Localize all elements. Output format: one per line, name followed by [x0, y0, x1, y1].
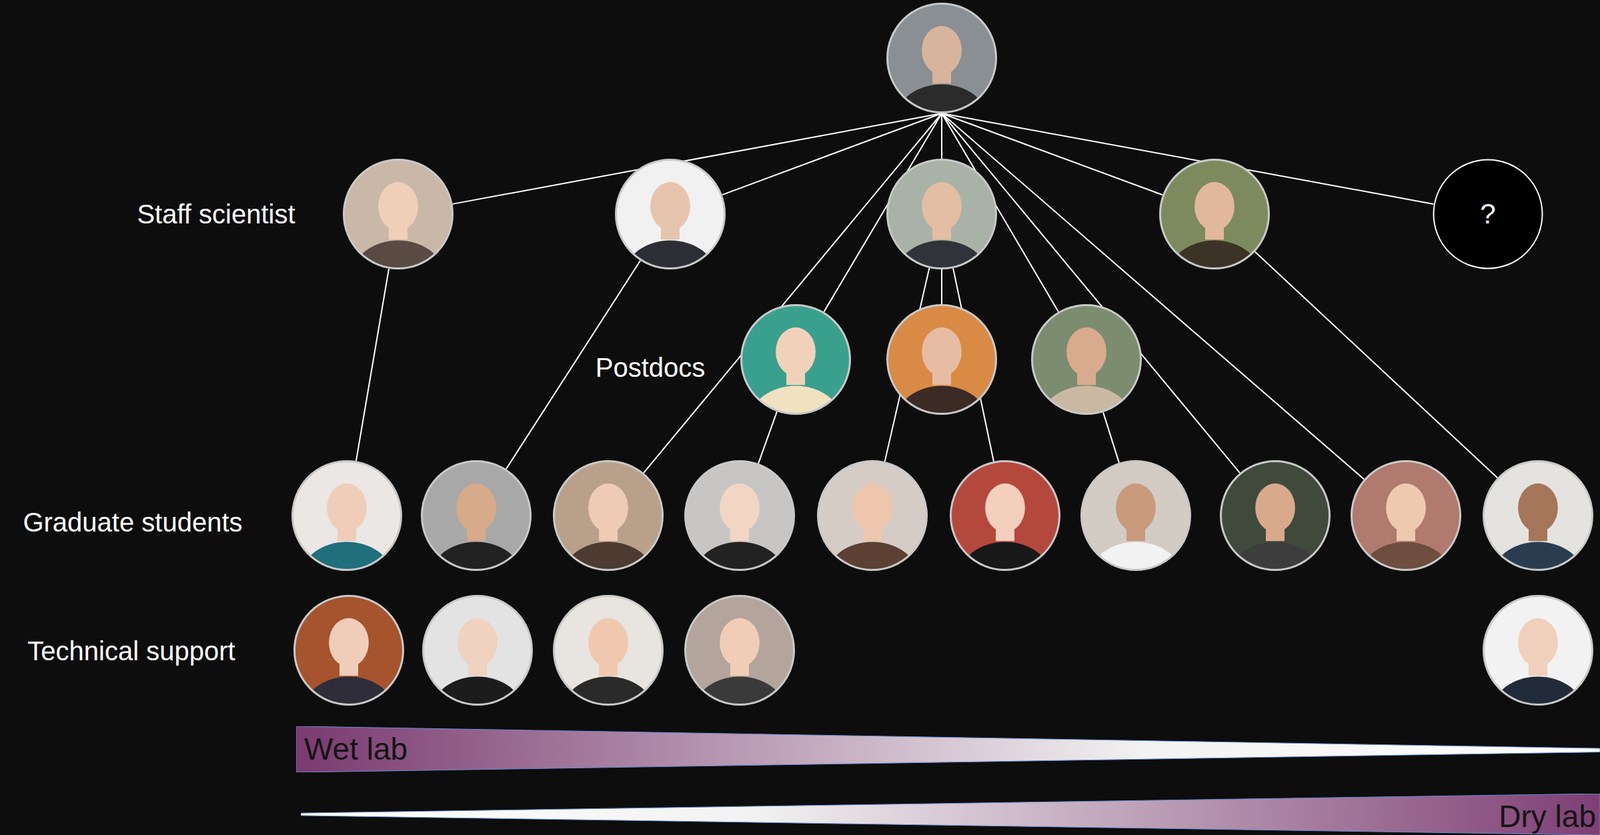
person-photo — [1031, 304, 1142, 415]
person-photo — [1219, 460, 1331, 571]
photo-placeholder — [552, 594, 664, 706]
photo-placeholder — [1482, 460, 1594, 571]
row-label: Technical support — [24, 635, 238, 667]
photo-placeholder — [342, 158, 454, 270]
band-label: Wet lab — [304, 732, 408, 765]
vacancy-circle: ? — [1432, 158, 1544, 270]
lab-band: Dry lab — [300, 793, 1600, 835]
reporting-line — [758, 411, 777, 464]
reporting-line — [941, 269, 943, 305]
person-photo — [293, 594, 405, 706]
photo-placeholder — [1080, 460, 1192, 571]
person-photo — [949, 460, 1061, 571]
row-label: Staff scientist — [134, 198, 298, 230]
person-photo — [1159, 158, 1270, 270]
reporting-line — [1103, 412, 1120, 463]
photo-placeholder — [886, 2, 998, 114]
person-photo — [291, 460, 403, 571]
photo-placeholder — [740, 304, 852, 415]
reporting-line — [356, 268, 389, 461]
person-photo — [740, 304, 852, 415]
photo-placeholder — [886, 158, 998, 270]
band-label: Dry lab — [1498, 800, 1596, 833]
person-photo — [1482, 594, 1594, 706]
person-photo — [342, 158, 454, 270]
photo-placeholder — [817, 460, 928, 571]
photo-placeholder — [1350, 460, 1462, 571]
photo-placeholder — [1482, 594, 1594, 706]
person-photo — [817, 460, 928, 571]
lab-band: Wet lab — [296, 726, 1600, 773]
reporting-line — [1255, 252, 1498, 479]
vacancy-mark: ? — [1479, 200, 1496, 229]
photo-placeholder — [684, 594, 795, 706]
photo-placeholder — [1219, 460, 1331, 571]
gradient-wedge — [300, 793, 1600, 835]
row-label: Postdocs — [592, 352, 709, 383]
photo-placeholder — [949, 460, 1061, 571]
photo-placeholder — [293, 594, 405, 706]
person-photo — [684, 594, 795, 706]
person-photo — [886, 304, 998, 415]
person-photo — [422, 594, 533, 706]
photo-placeholder — [1159, 158, 1270, 270]
photo-placeholder — [1031, 304, 1142, 415]
photo-placeholder — [614, 158, 726, 270]
person-photo — [1080, 460, 1192, 571]
photo-placeholder — [291, 460, 403, 571]
photo-placeholder — [552, 460, 664, 571]
photo-placeholder — [420, 460, 532, 571]
person-photo — [552, 460, 664, 571]
person-photo — [420, 460, 532, 571]
person-photo — [614, 158, 726, 270]
person-photo — [552, 594, 664, 706]
person-photo — [1482, 460, 1594, 571]
photo-placeholder — [886, 304, 998, 415]
photo-placeholder — [422, 594, 533, 706]
reporting-line — [941, 113, 943, 159]
row-label: Graduate students — [20, 506, 245, 538]
person-photo — [684, 460, 795, 571]
gradient-wedge — [296, 726, 1600, 773]
person-photo — [886, 158, 998, 270]
photo-placeholder — [684, 460, 795, 571]
person-photo — [1350, 460, 1462, 571]
person-photo — [886, 2, 998, 114]
reporting-line — [941, 113, 1364, 480]
